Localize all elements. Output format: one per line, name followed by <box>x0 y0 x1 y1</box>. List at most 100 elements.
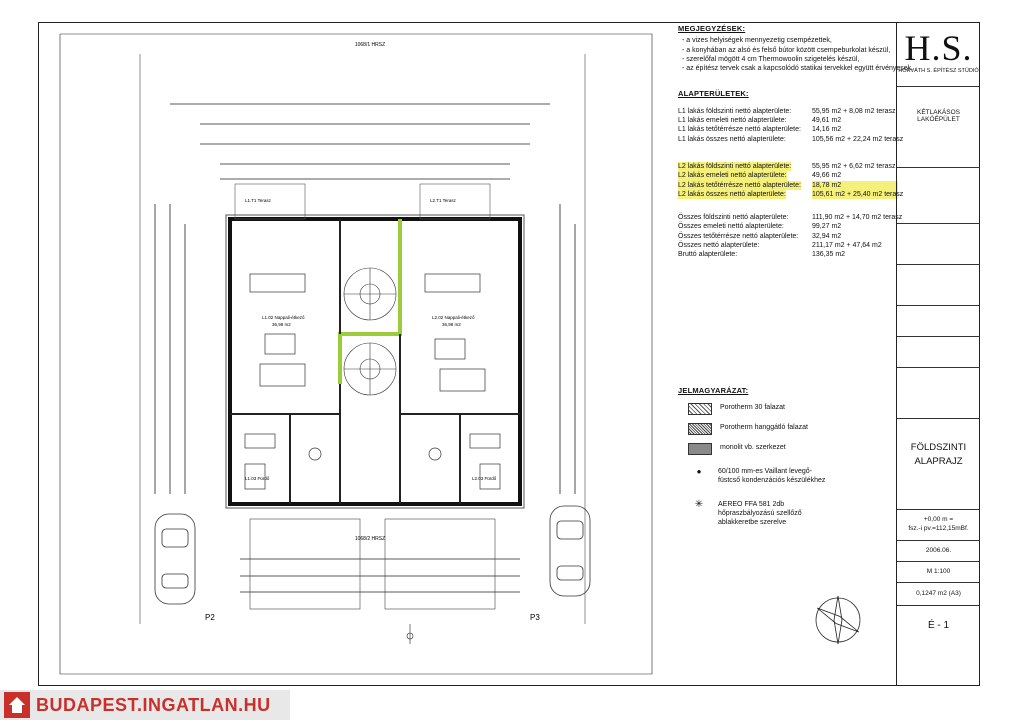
floor-plan: 1068/1 HRSZ 1068/2 HRSZ P2 P3 L1.02 Napp… <box>40 24 672 684</box>
area-label: Összes nettó alapterülete: <box>678 242 760 250</box>
parking-p2-label: P2 <box>205 613 215 622</box>
drawing-title: ALAPRAJZ <box>914 456 963 467</box>
hatch-swatch-icon <box>688 422 712 435</box>
area-label: L2 lakás földszinti nettó alapterülete: <box>678 161 792 172</box>
legend-label: monolit vb. szerkezet <box>720 443 786 451</box>
blank-cell <box>897 337 980 368</box>
area-row: L2 lakás földszinti nettó alapterülete:5… <box>678 161 898 172</box>
vent-icon: ✳ <box>694 498 704 510</box>
room-label-living-2: L2.02 Nappali-étkező <box>432 315 475 320</box>
area-value: 32,94 m2 <box>812 232 842 240</box>
sheet-number: É - 1 <box>927 620 950 631</box>
legend-heading: JELMAGYARÁZAT: <box>678 385 749 395</box>
legend-label: 60/100 mm-es Vaillant levegő-füstcső kon… <box>718 467 826 485</box>
level-cell: +0,00 m = fsz.-i pv.=112,15mBf. <box>897 510 980 541</box>
notes-heading: MEGJEGYZÉSEK: <box>678 24 746 33</box>
area-value: 55,95 m2 + 8,08 m2 terasz <box>812 107 896 115</box>
studio-logo: H.S. HORVÁTH S. ÉPÍTÉSZ STÚDIÓ <box>897 22 980 87</box>
legend-label: Porotherm 30 falazat <box>720 403 785 411</box>
area-label: L1 lakás összes nettó alapterülete: <box>678 135 786 143</box>
watermark-banner: BUDAPEST.INGATLAN.HU <box>0 690 290 720</box>
logo-text: H.S. <box>904 28 973 68</box>
floor-plan-drawing: 1068/1 HRSZ 1068/2 HRSZ P2 P3 L1.02 Napp… <box>59 33 653 675</box>
hatch-swatch-icon <box>688 402 712 415</box>
project-cell: KÉTLAKÁSOS LAKÓÉPÜLET <box>897 87 980 168</box>
sheet-area-cell: 0,1247 m2 (A3) <box>897 583 980 606</box>
blank-cell <box>897 168 980 224</box>
legend-item: monolit vb. szerkezet <box>688 442 898 455</box>
scale-cell: M 1:100 <box>897 562 980 583</box>
drawing-sheet-border <box>38 22 980 686</box>
legend-list: Porotherm 30 falazat Porotherm hanggátló… <box>678 402 898 527</box>
area-row: Összes tetőtérrésze nettó alapterülete: 3… <box>678 232 898 241</box>
title-block: H.S. HORVÁTH S. ÉPÍTÉSZ STÚDIÓ KÉTLAKÁSO… <box>896 22 980 686</box>
north-arrow-icon <box>815 595 861 645</box>
area-label: L1 lakás emeleti nettó alapterülete: <box>678 117 787 125</box>
note-item: - a konyhában az alsó és felső bútor köz… <box>682 46 891 54</box>
areas-total: Összes földszinti nettó alapterülete:111… <box>678 213 903 259</box>
area-value: 111,90 m2 + 14,70 m2 terasz <box>812 214 903 222</box>
area-label: Bruttó alapterülete: <box>678 251 738 259</box>
legend-label: AEREO FFA 581 2db hőpraszbályozású szell… <box>718 500 802 527</box>
area-value: 49,61 m2 <box>812 117 842 125</box>
area-row: L1 lakás földszinti nettó alapterülete: 5… <box>678 107 898 116</box>
sheet-area-text: 0,1247 m2 (A3) <box>916 590 961 597</box>
areas-heading: ALAPTERÜLETEK: <box>678 89 749 99</box>
note-item: - az építész tervek csak a kapcsolódó st… <box>682 65 914 73</box>
area-value: 105,61 m2 + 25,40 m2 terasz <box>812 189 904 200</box>
sheet-number-cell: É - 1 <box>897 606 980 646</box>
terrace-label-1: L1.T1 Terasz <box>245 198 272 203</box>
plan-top-dimension: 1068/1 HRSZ <box>355 42 385 48</box>
area-value: 14,16 m2 <box>812 126 842 134</box>
area-label: Összes emeleti nettó alapterülete: <box>678 223 784 231</box>
blank-cell <box>897 306 980 337</box>
plan-bottom-dimension: 1068/2 HRSZ <box>355 536 385 542</box>
area-label: L1 lakás tetőtérrésze nettó alapterülete… <box>678 126 801 134</box>
area-value: 99,27 m2 <box>812 223 842 231</box>
blank-cell <box>897 368 980 419</box>
blank-cell <box>897 224 980 265</box>
scale-text: M 1:100 <box>926 568 951 575</box>
notes-list: - a vizes helyiségek mennyezetig csempéz… <box>678 36 914 73</box>
area-label: L2 lakás emeleti nettó alapterülete: <box>678 171 787 181</box>
notes-panel: MEGJEGYZÉSEK: - a vizes helyiségek menny… <box>678 24 914 684</box>
legend-item: Porotherm hanggátló falazat <box>688 422 898 435</box>
terrace-label-2: L2.T1 Terasz <box>430 198 457 203</box>
drawing-title-cell: FÖLDSZINTI ALAPRAJZ <box>897 419 980 510</box>
drawing-title: FÖLDSZINTI <box>910 442 967 453</box>
area-row: L2 lakás tetőtérrésze nettó alapterülete… <box>678 180 898 190</box>
area-label: L1 lakás földszinti nettó alapterülete: <box>678 107 792 115</box>
note-item: - szerelőfal mögött 4 cm Thermowoolin sz… <box>682 55 860 63</box>
area-label: L2 lakás összes nettó alapterülete: <box>678 189 786 200</box>
legend-label: Porotherm hanggátló falazat <box>720 423 808 431</box>
areas-l1: L1 lakás földszinti nettó alapterülete: 5… <box>678 107 904 144</box>
project-name: KÉTLAKÁSOS LAKÓÉPÜLET <box>917 109 960 123</box>
area-row: Bruttó alapterülete: 136,35 m2 <box>678 250 898 259</box>
area-row: L1 lakás emeleti nettó alapterülete: 49,6… <box>678 116 898 125</box>
house-logo-icon <box>4 692 30 718</box>
area-row: L1 lakás összes nettó alapterülete: 105,5… <box>678 135 904 144</box>
room-label-bath-1: L1.03 Fürdő <box>245 476 270 481</box>
legend-item: ● 60/100 mm-es Vaillant levegő-füstcső ko… <box>688 467 898 486</box>
legend-item: Porotherm 30 falazat <box>688 402 898 415</box>
area-row: Összes földszinti nettó alapterülete:111… <box>678 213 903 222</box>
parking-p3-label: P3 <box>530 613 540 622</box>
area-row: Összes nettó alapterülete: 211,17 m2 + 47… <box>678 241 898 250</box>
solid-swatch-icon <box>688 442 712 455</box>
note-item: - a vizes helyiségek mennyezetig csempéz… <box>682 37 832 45</box>
area-value: 136,35 m2 <box>812 251 846 259</box>
studio-name: HORVÁTH S. ÉPÍTÉSZ STÚDIÓ <box>898 68 979 74</box>
flue-icon: ● <box>696 466 702 476</box>
room-label-bath-2: L2.03 Fürdő <box>472 476 497 481</box>
date-text: 2006.06. <box>925 547 952 554</box>
area-value: 211,17 m2 + 47,64 m2 <box>812 242 882 250</box>
areas-l2: L2 lakás földszinti nettó alapterülete:5… <box>678 161 904 200</box>
area-label: Összes tetőtérrésze nettó alapterülete: <box>678 232 799 240</box>
area-value: 105,56 m2 + 22,24 m2 terasz <box>812 135 904 143</box>
room-area-living-1: 36,98 m2 <box>272 322 291 327</box>
level-text: +0,00 m = <box>923 516 954 523</box>
area-row: L1 lakás tetőtérrésze nettó alapterülete… <box>678 125 898 134</box>
date-cell: 2006.06. <box>897 541 980 562</box>
area-row: L2 lakás emeleti nettó alapterülete:49,6… <box>678 171 898 181</box>
area-label: L2 lakás tetőtérrésze nettó alapterülete… <box>678 180 801 190</box>
